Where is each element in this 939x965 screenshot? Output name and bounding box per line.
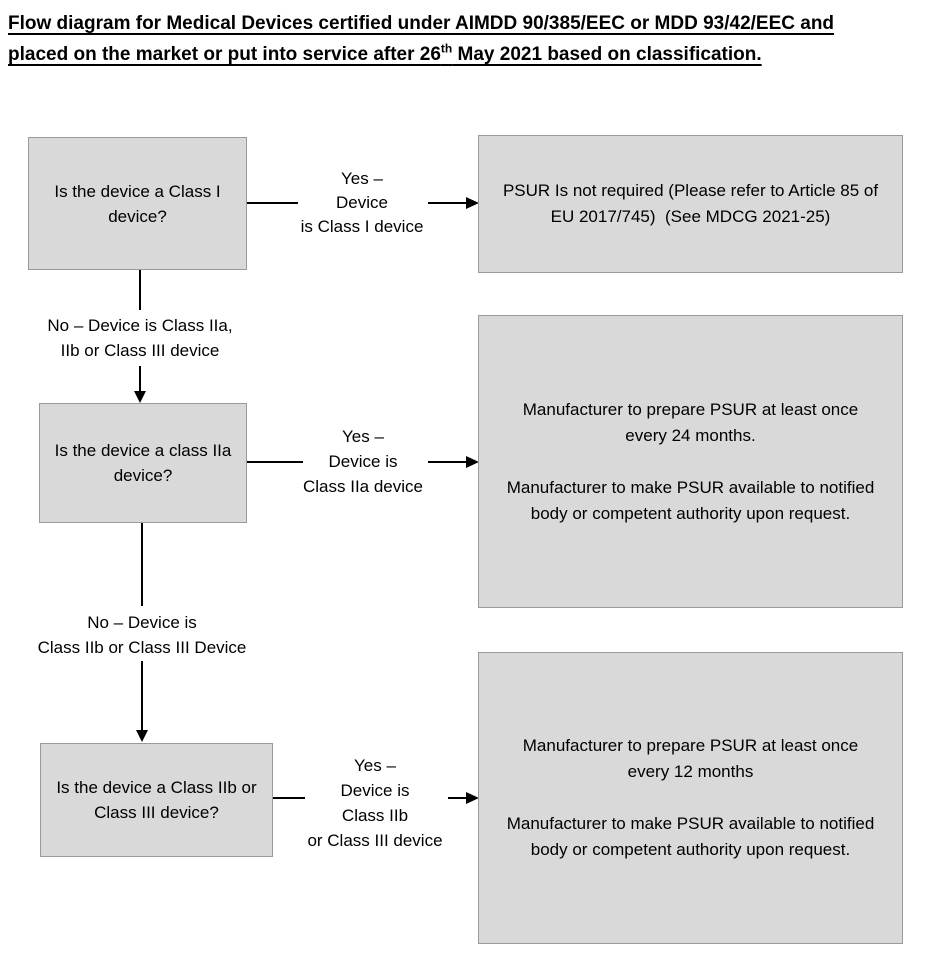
title-line-2: placed on the market or put into service… [8, 39, 936, 70]
edge-label-line: is Class I device [300, 217, 424, 236]
text-line: EU 2017/745) (See MDCG 2021-25) [550, 207, 831, 226]
no1-arrowhead-icon [134, 391, 146, 403]
text-line: device? [108, 206, 167, 226]
paragraph: Manufacturer to prepare PSUR at least on… [523, 733, 858, 785]
text-line: body or competent authority upon request… [530, 840, 851, 859]
decision-box-class-2a: Is the device a class IIa device? [39, 403, 247, 523]
edge-label-line: Device is [340, 781, 410, 800]
edge-label-no-class-1: No – Device is Class IIa, IIb or Class I… [30, 313, 250, 363]
edge-label-line: Class IIb or Class III Device [37, 638, 247, 657]
edge-label-line: No – Device is Class IIa, [47, 316, 233, 335]
text-line: Is the device a class IIa [54, 441, 232, 460]
edge-label-line: Yes – [354, 756, 396, 775]
text-line: Is the device a Class I [54, 181, 221, 201]
edge-label-line: Yes – [341, 169, 383, 188]
text-line: Manufacturer to prepare PSUR at least on… [522, 399, 859, 419]
text-line: Manufacturer to prepare PSUR at least on… [522, 736, 859, 755]
title-line-2-text-end: May 2021 based on classification. [452, 44, 762, 65]
edge-label-line: Device is [328, 452, 398, 471]
text-line: every 12 months [627, 762, 754, 781]
text-line: device? [113, 466, 173, 485]
yes2-arrowhead-icon [466, 456, 479, 468]
edge-label-line: Device [336, 193, 388, 212]
result-box-class-2a: Manufacturer to prepare PSUR at least on… [478, 315, 903, 608]
text-line: Manufacturer to make PSUR available to n… [506, 477, 875, 497]
paragraph: Manufacturer to prepare PSUR at least on… [523, 397, 858, 449]
no2-arrowhead-icon [136, 730, 148, 742]
edge-label-no-class-2a: No – Device is Class IIb or Class III De… [32, 610, 252, 660]
page-title: Flow diagram for Medical Devices certifi… [8, 8, 936, 70]
edge-label-line: Yes – [342, 427, 384, 446]
edge-label-yes-class-1: Yes – Device is Class I device [287, 167, 437, 239]
edge-label-yes-class-2a: Yes – Device is Class IIa device [288, 424, 438, 499]
decision-box-class-2b-3: Is the device a Class IIb or Class III d… [40, 743, 273, 857]
text-line: body or competent authority upon request… [530, 503, 851, 523]
result-box-class-2b-3: Manufacturer to prepare PSUR at least on… [478, 652, 903, 944]
title-superscript: th [440, 41, 453, 56]
yes3-arrowhead-icon [466, 792, 479, 804]
paragraph: Manufacturer to make PSUR available to n… [507, 475, 875, 527]
edge-label-line: IIb or Class III device [60, 341, 220, 360]
text-line: Manufacturer to make PSUR available to n… [506, 814, 875, 833]
edge-label-line: Class IIb [341, 806, 409, 825]
edge-label-yes-class-2b-3: Yes – Device is Class IIb or Class III d… [300, 753, 450, 853]
title-line-2-text: placed on the market or put into service… [8, 44, 441, 65]
text-line: every 24 months. [625, 425, 756, 445]
paragraph: Manufacturer to make PSUR available to n… [507, 811, 875, 863]
text-line: PSUR Is not required (Please refer to Ar… [502, 181, 879, 200]
yes1-arrowhead-icon [466, 197, 479, 209]
text-line: Is the device a Class IIb or [56, 778, 257, 797]
result-box-class-1: PSUR Is not required (Please refer to Ar… [478, 135, 903, 273]
edge-label-line: or Class III device [307, 831, 443, 850]
text-line: Class III device? [94, 803, 219, 822]
title-line-1: Flow diagram for Medical Devices certifi… [8, 13, 835, 34]
edge-label-line: Class IIa device [303, 477, 423, 496]
edge-label-line: No – Device is [87, 613, 197, 632]
decision-box-class-1: Is the device a Class I device? [28, 137, 247, 270]
